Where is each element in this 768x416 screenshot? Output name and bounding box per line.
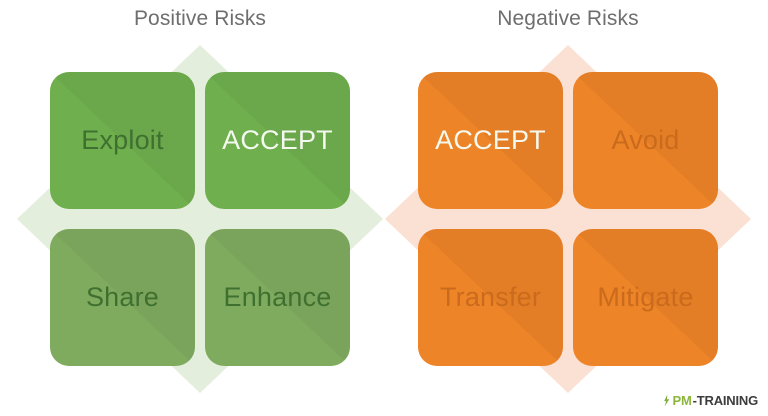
tile-mitigate-label: Mitigate [597,282,694,312]
tile-avoid[interactable]: Avoid [573,72,718,209]
negative-tiles-grid: ACCEPT Avoid Transfer Mitigate [418,72,718,366]
negative-risks-title: Negative Risks [497,7,639,30]
positive-risks-matrix: Exploit ACCEPT Share Enhance [17,45,383,393]
positive-tiles-grid: Exploit ACCEPT Share Enhance [50,72,350,366]
tile-mitigate[interactable]: Mitigate [573,229,718,366]
positive-risks-title: Positive Risks [133,7,267,30]
tile-avoid-label: Avoid [611,125,680,155]
tile-enhance-label: Enhance [223,282,332,312]
arrow-icon [664,394,670,407]
tile-exploit-label: Exploit [81,125,164,155]
negative-risks-matrix: ACCEPT Avoid Transfer Mitigate [385,45,751,393]
tile-accept-positive[interactable]: ACCEPT [205,72,350,209]
tile-share-label: Share [85,282,160,312]
logo-secondary-text: -TRAINING [692,393,759,408]
tile-accept-positive-label: ACCEPT [222,125,333,155]
tile-accept-negative[interactable]: ACCEPT [418,72,563,209]
pm-training-logo: PM -TRAINING [663,393,758,408]
tile-exploit[interactable]: Exploit [50,72,195,209]
logo-primary-text: PM [672,393,692,408]
tile-enhance[interactable]: Enhance [205,229,350,366]
tile-accept-negative-label: ACCEPT [435,125,546,155]
tile-share[interactable]: Share [50,229,195,366]
tile-transfer-label: Transfer [439,282,542,312]
tile-transfer[interactable]: Transfer [418,229,563,366]
